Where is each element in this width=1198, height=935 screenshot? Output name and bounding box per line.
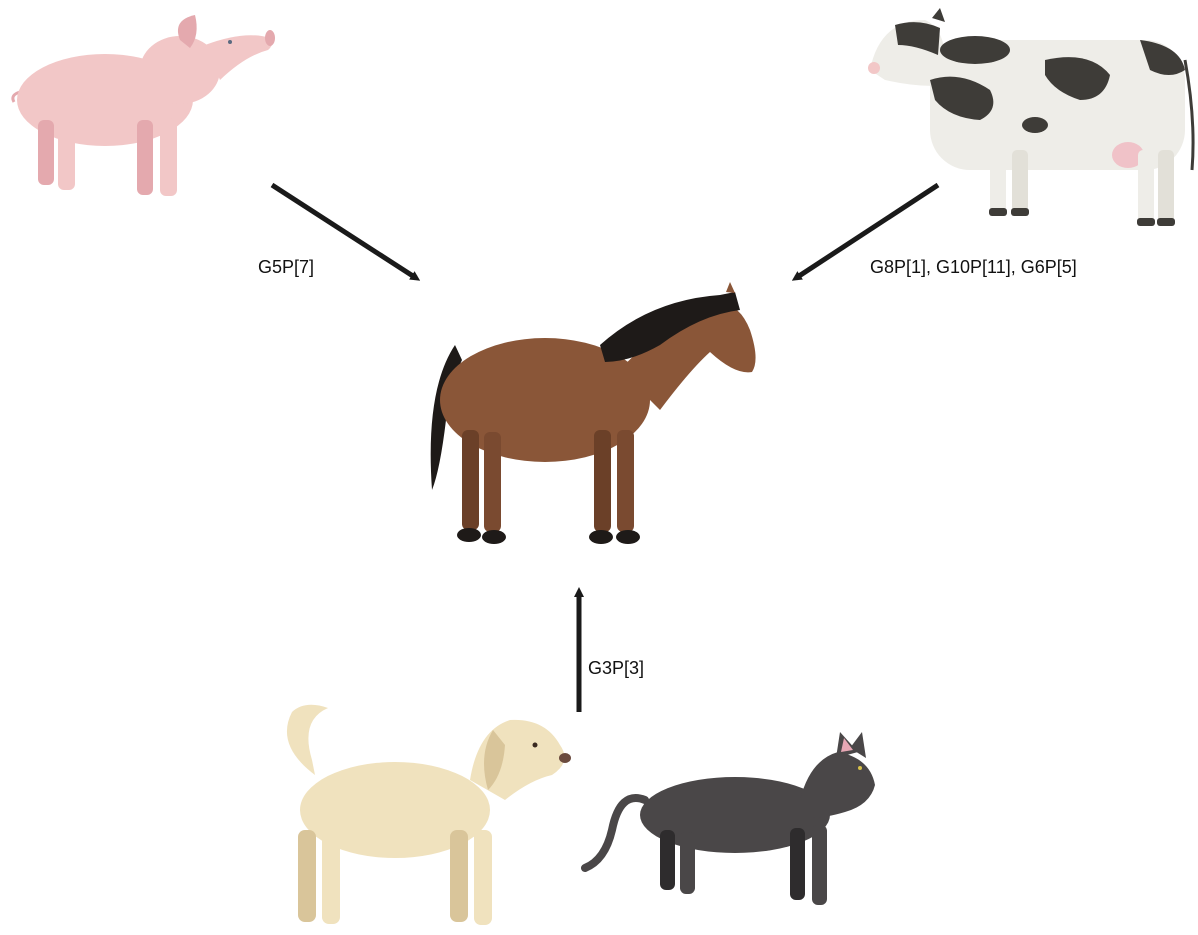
cow-illustration xyxy=(868,8,1193,226)
horse-illustration xyxy=(431,282,756,544)
edge-label-dog-cat: G3P[3] xyxy=(588,657,644,679)
edge-label-cow: G8P[1], G10P[11], G6P[5] xyxy=(870,256,1077,278)
edge-label-pig: G5P[7] xyxy=(258,256,314,278)
cat-illustration xyxy=(585,732,875,905)
dog-illustration xyxy=(287,705,571,925)
pig-illustration xyxy=(13,15,275,196)
